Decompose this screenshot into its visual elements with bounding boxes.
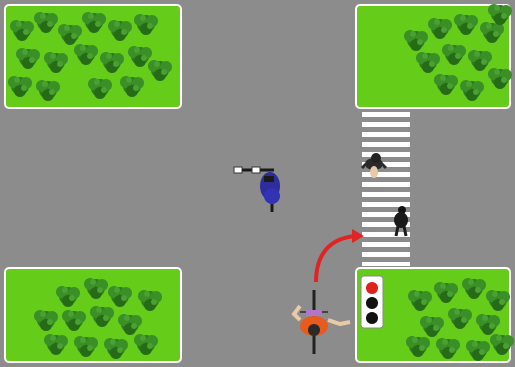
traffic-light-red-lamp [366, 282, 378, 294]
traffic-light-icon [361, 276, 383, 328]
traffic-light-green-lamp [366, 312, 378, 324]
traffic-light-amber-lamp [366, 297, 378, 309]
